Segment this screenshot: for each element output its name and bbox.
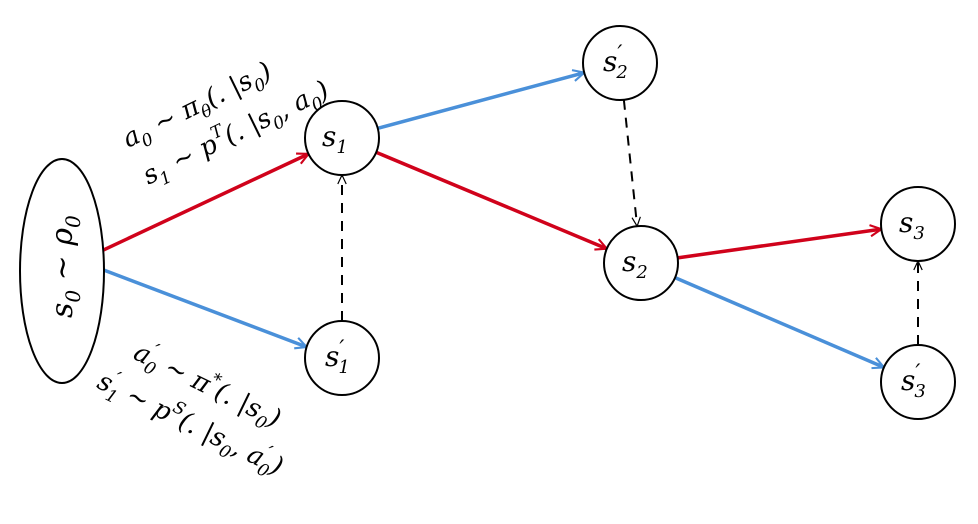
top-labels: a0 ∼ πθ(. |s0) s1 ∼ pT(. |s0, a0) [118,56,334,191]
nodes-layer: s1 s′1 s′2 s2 s3 s′3 [304,25,956,420]
node-s2-prime-label: s′2 [603,42,628,83]
edge-s1-to-s2 [375,150,607,248]
node-s1-prime: s′1 [304,320,380,396]
node-s3-label: s3 [899,206,925,244]
node-s0-label: s0 ∼ ρ0 [45,215,85,318]
bottom-labels: a′0 ∼ π*(. |s0) s′1 ∼ pS(. |s0, a′0) [93,337,288,482]
edge-s1-to-s2p [377,73,585,131]
edge-s2p-to-s2 [622,99,637,226]
node-s1-prime-label: s′1 [325,337,350,378]
node-s2-label: s2 [622,245,648,283]
node-s2: s2 [603,225,679,301]
edge-s2-to-s3p [674,275,884,368]
node-s3-prime: s′3 [880,344,956,420]
edge-s0-to-s1 [79,152,309,263]
node-s1: s1 [304,100,380,176]
edges-layer [79,73,918,368]
node-s0: s0 ∼ ρ0 [19,158,105,384]
node-s3: s3 [880,186,956,262]
node-s2-prime: s′2 [582,25,658,101]
edge-s0-to-s1p [79,259,307,347]
node-s1-label: s1 [322,120,348,158]
edge-s2-to-s3 [677,229,882,260]
node-s3-prime-label: s′3 [901,361,926,402]
